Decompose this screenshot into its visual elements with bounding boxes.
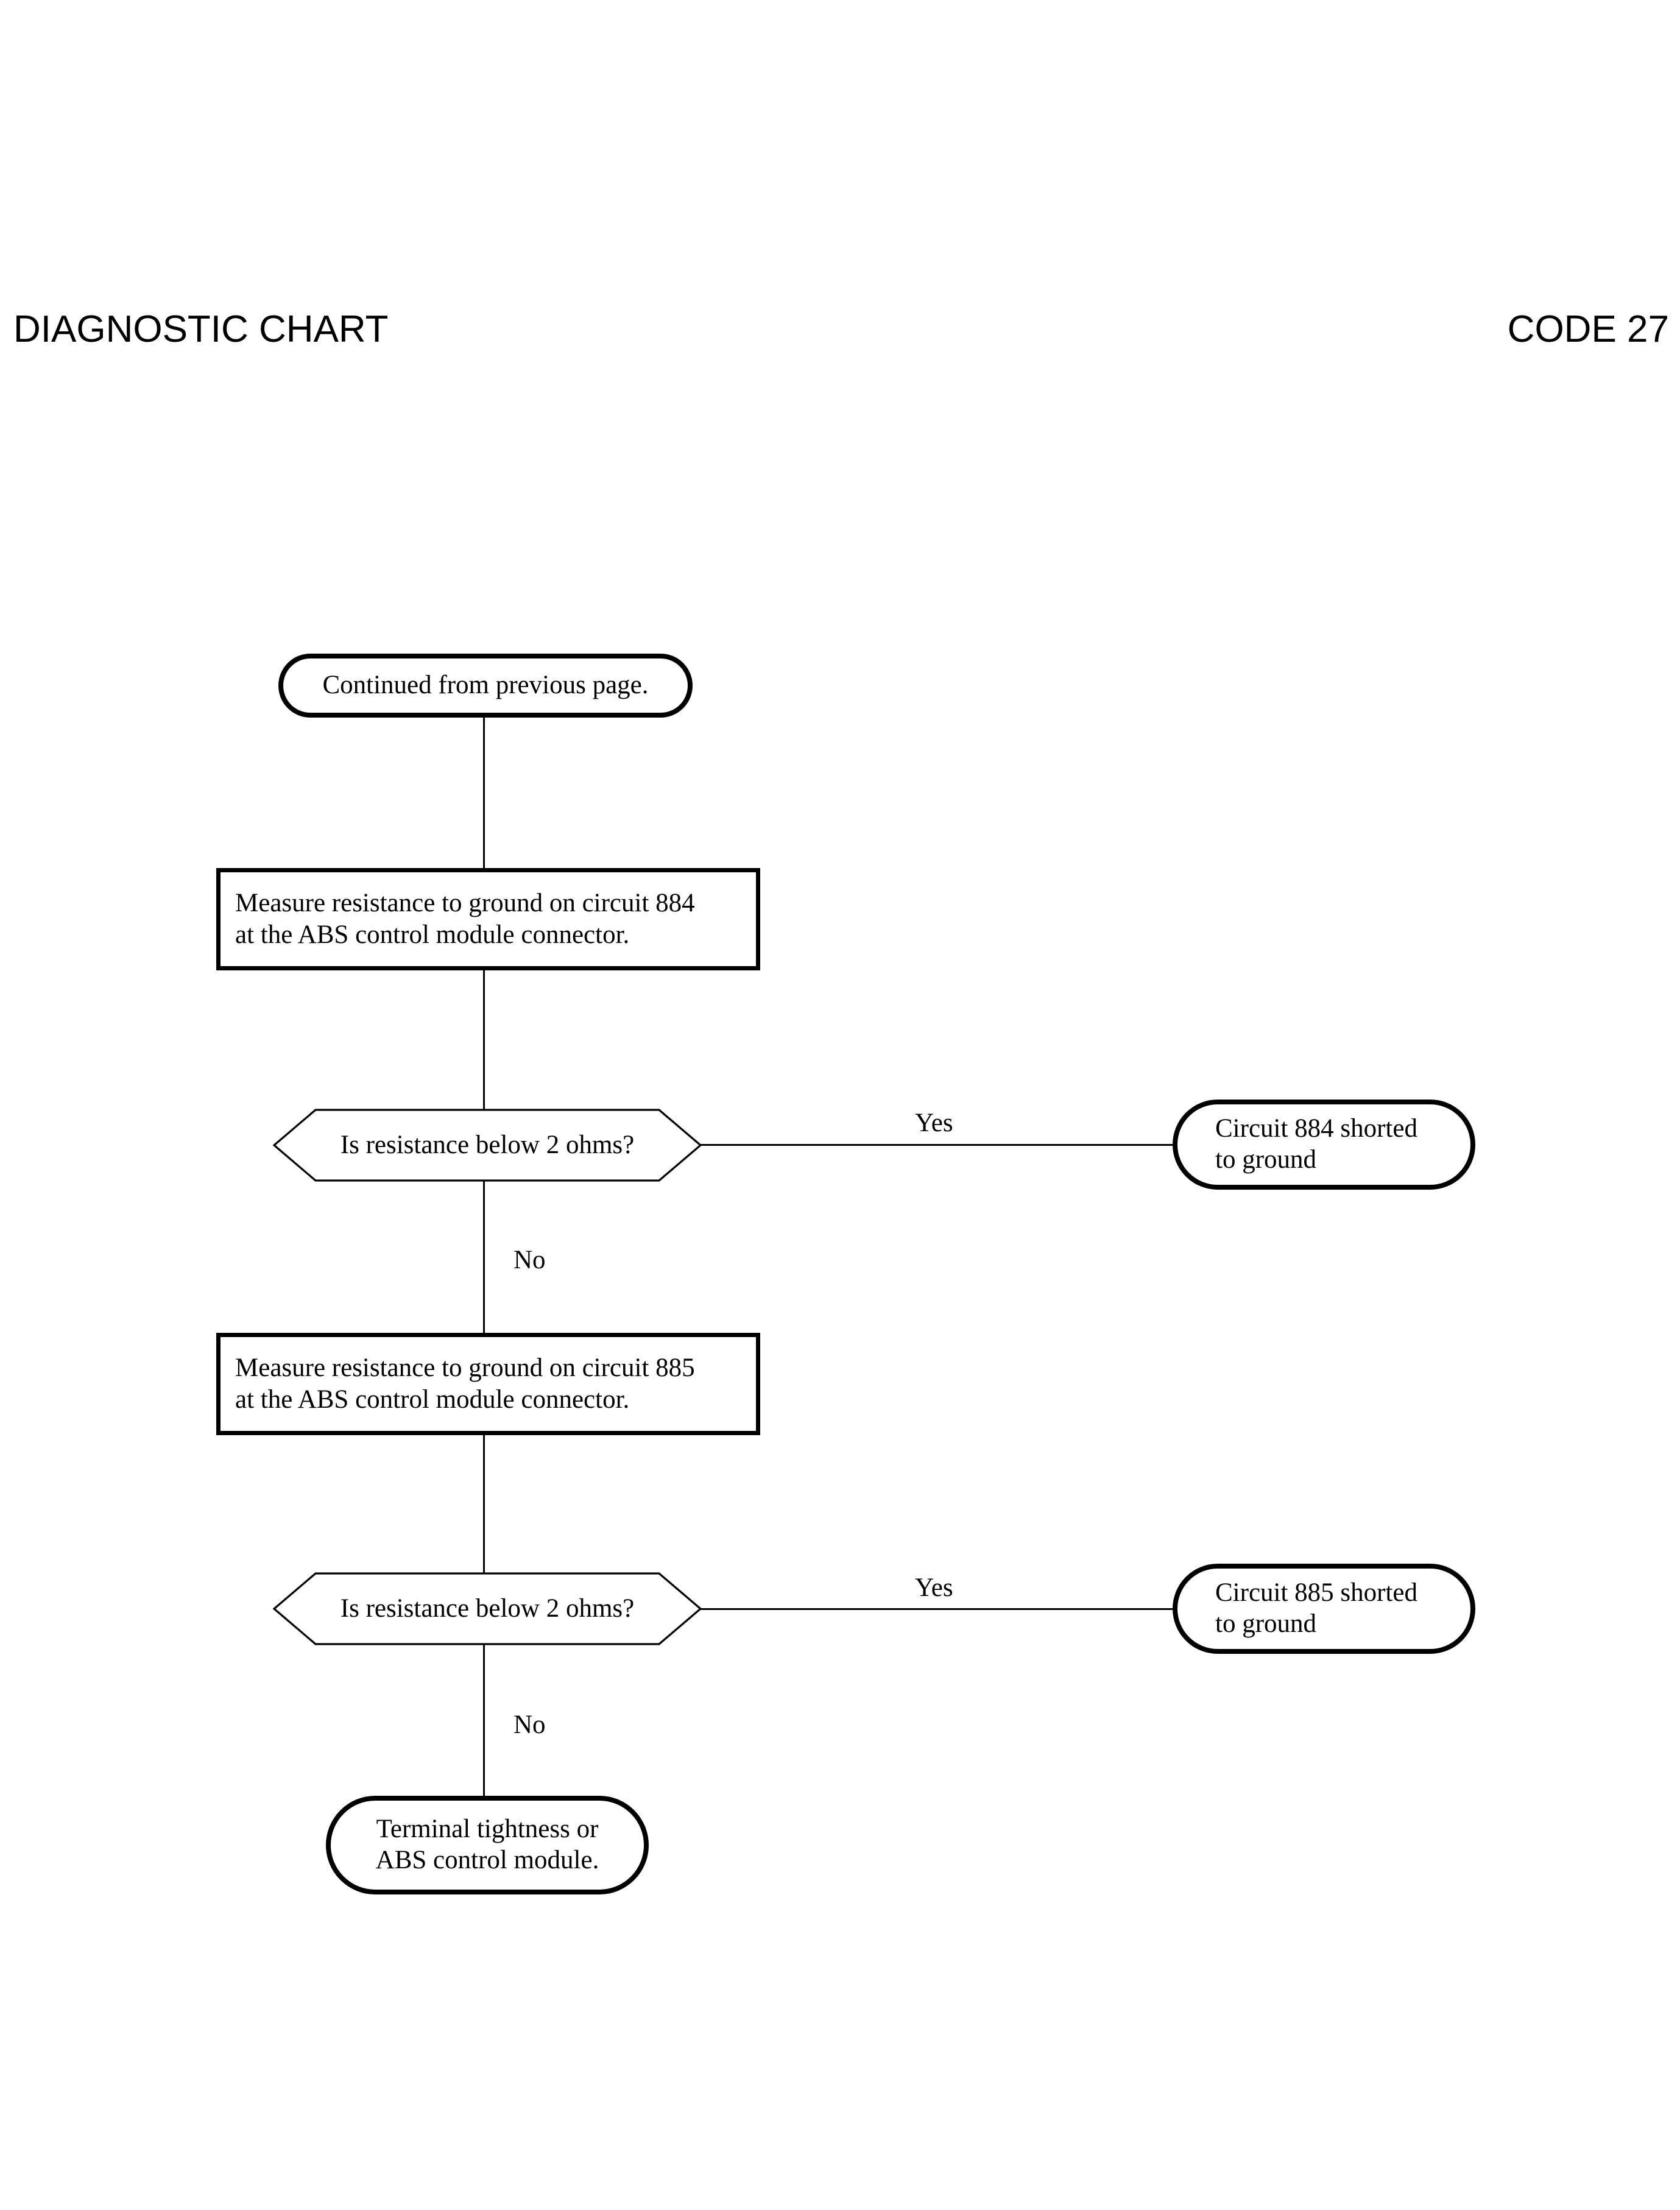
node-text-line-1: Circuit 884 shorted [1215, 1114, 1418, 1143]
connector-measure885-to-decision885 [483, 1432, 485, 1576]
node-text-wrapper: Is resistance below 2 ohms? [274, 1573, 701, 1644]
node-text: Is resistance below 2 ohms? [340, 1131, 635, 1160]
node-continued-from-previous-page: Continued from previous page. [278, 654, 693, 718]
connector-decision885-yes [699, 1608, 1176, 1610]
node-decision-resistance-below-2-ohms-884: Is resistance below 2 ohms? [274, 1110, 701, 1181]
edge-label-no-2: No [514, 1710, 546, 1739]
node-measure-resistance-884: Measure resistance to ground on circuit … [216, 868, 760, 970]
node-text-line-2: at the ABS control module connector. [235, 1385, 630, 1414]
node-text-line-2: ABS control module. [375, 1846, 599, 1874]
edge-label-no-1: No [514, 1246, 546, 1274]
connector-start-to-measure884 [483, 716, 485, 871]
node-text: Is resistance below 2 ohms? [340, 1594, 635, 1623]
node-measure-resistance-885: Measure resistance to ground on circuit … [216, 1333, 760, 1435]
edge-label-yes-1: Yes [915, 1109, 953, 1137]
connector-decision884-yes [699, 1144, 1176, 1146]
node-terminal-tightness-or-abs-control-module: Terminal tightness or ABS control module… [326, 1796, 649, 1894]
node-circuit-885-shorted-to-ground: Circuit 885 shorted to ground [1173, 1564, 1475, 1654]
node-text-line-2: to ground [1215, 1609, 1317, 1638]
node-text-wrapper: Is resistance below 2 ohms? [274, 1110, 701, 1181]
connector-measure884-to-decision884 [483, 969, 485, 1114]
node-text-line-2: at the ABS control module connector. [235, 920, 630, 949]
code-title: CODE 27 [1507, 308, 1669, 350]
node-decision-resistance-below-2-ohms-885: Is resistance below 2 ohms? [274, 1573, 701, 1644]
connector-decision884-no [483, 1176, 485, 1333]
node-text-line-2: to ground [1215, 1145, 1317, 1174]
edge-label-yes-2: Yes [915, 1573, 953, 1602]
hexagon-shape [274, 1110, 701, 1181]
page-title: DIAGNOSTIC CHART [13, 308, 389, 350]
node-circuit-884-shorted-to-ground: Circuit 884 shorted to ground [1173, 1100, 1475, 1190]
node-text: Continued from previous page. [322, 671, 649, 700]
connector-decision885-no [483, 1640, 485, 1799]
node-text-line-1: Terminal tightness or [376, 1815, 599, 1844]
node-text-line-1: Measure resistance to ground on circuit … [235, 888, 695, 917]
node-text-line-1: Circuit 885 shorted [1215, 1578, 1418, 1608]
node-text-line-1: Measure resistance to ground on circuit … [235, 1353, 695, 1382]
hexagon-shape [274, 1573, 701, 1644]
